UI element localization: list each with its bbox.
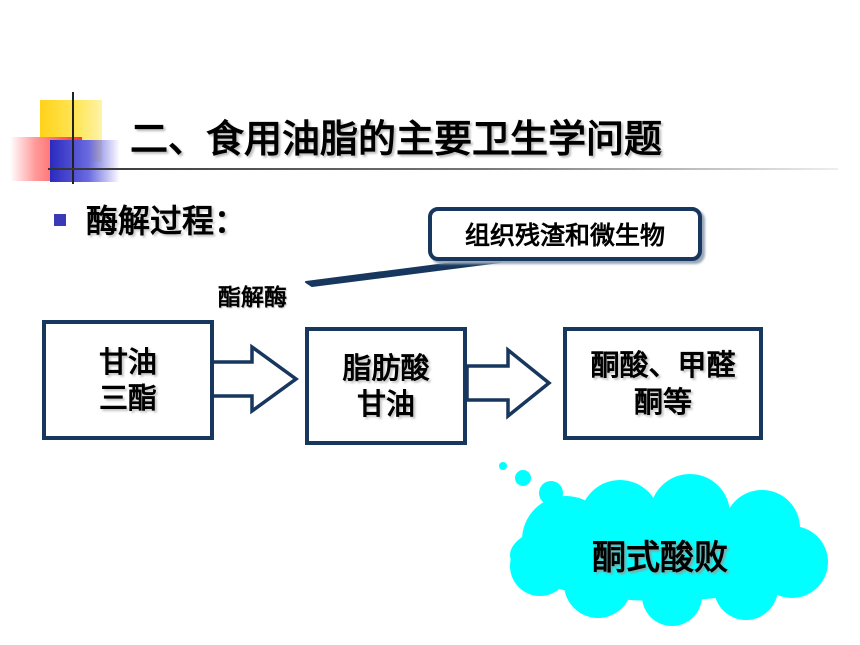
flow-step-ketoacid-aldehyde-ketone: 酮酸、甲醛 酮等 (563, 327, 763, 440)
thought-bubble-small (499, 462, 507, 470)
callout-pointer (305, 257, 501, 287)
cloud-label: 酮式酸败 (592, 538, 728, 578)
enzyme-label: 酯解酶 (218, 285, 287, 311)
flow-arrow-2 (465, 346, 552, 420)
flow-step-fatty-acid-glycerol: 脂肪酸 甘油 (305, 327, 467, 445)
decorative-blue-square (50, 140, 120, 182)
cloud-shape (510, 474, 828, 626)
slide-title: 二、食用油脂的主要卫生学问题 (130, 117, 663, 161)
title-underline (48, 168, 838, 170)
bullet-square-icon (54, 214, 66, 226)
decorative-vertical-line (72, 92, 74, 184)
callout-box: 组织残渣和微生物 (428, 207, 702, 261)
bullet-text: 酶解过程： (86, 202, 247, 240)
flow-step-triglyceride: 甘油 三酯 (42, 320, 214, 440)
flow-arrow-1 (210, 343, 299, 415)
thought-bubble-medium (515, 470, 531, 486)
